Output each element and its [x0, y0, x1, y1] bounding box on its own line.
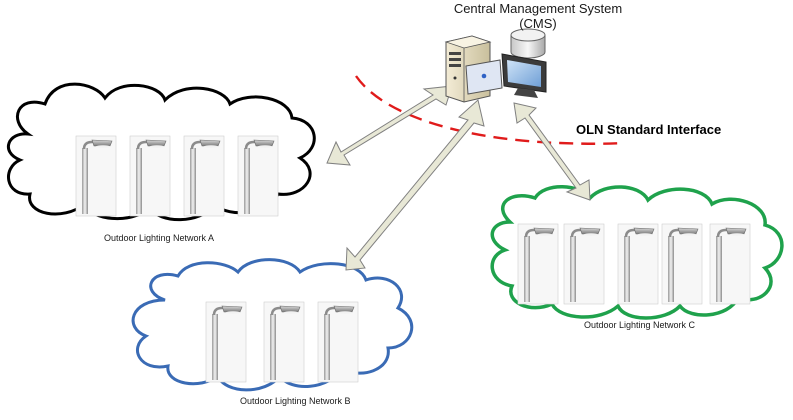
arrow-cms-network-b — [345, 99, 485, 271]
streetlight-b3 — [316, 300, 360, 384]
streetlight-a2 — [128, 134, 172, 218]
streetlight-a1 — [74, 134, 118, 218]
network-a-label: Outdoor Lighting Network A — [104, 233, 215, 243]
streetlight-c5 — [708, 222, 752, 306]
terminal-card-icon — [465, 59, 503, 95]
streetlight-a4 — [236, 134, 280, 218]
arrow-cms-network-c — [513, 102, 591, 201]
streetlight-c2 — [562, 222, 606, 306]
streetlight-c4 — [660, 222, 704, 306]
streetlight-a3 — [182, 134, 226, 218]
oln-interface-boundary — [355, 75, 626, 145]
cms-subtitle: (CMS) — [519, 16, 557, 31]
streetlight-c3 — [616, 222, 660, 306]
network-b-label: Outdoor Lighting Network B — [240, 396, 351, 406]
streetlight-c1 — [516, 222, 560, 306]
database-icon — [510, 28, 546, 59]
arrow-cms-network-a — [326, 85, 453, 166]
interface-label: OLN Standard Interface — [576, 122, 722, 137]
network-c-label: Outdoor Lighting Network C — [584, 320, 696, 330]
monitor-icon — [501, 53, 547, 98]
streetlight-b2 — [262, 300, 306, 384]
streetlight-b1 — [204, 300, 248, 384]
cms-title: Central Management System — [453, 1, 623, 16]
